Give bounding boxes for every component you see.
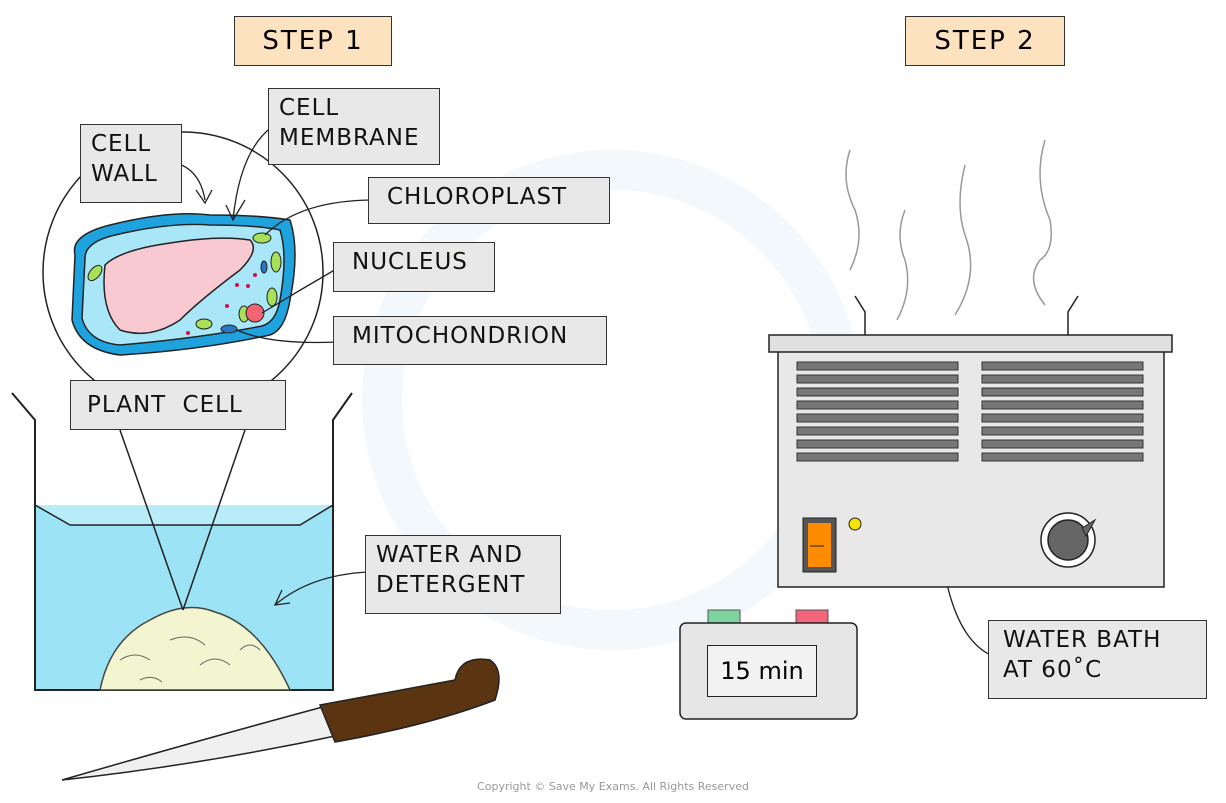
vent-slot: [981, 413, 1144, 423]
timer-start-button: [707, 609, 741, 625]
timer-stop-button: [795, 609, 829, 625]
beaker: [11, 392, 353, 691]
vent-slot: [981, 361, 1144, 371]
vent-slot: [981, 400, 1144, 410]
label-line: CELL: [279, 95, 340, 121]
vent-slot: [796, 400, 959, 410]
plant-material: [99, 606, 292, 691]
vent-slot: [796, 413, 959, 423]
knife-blade: [61, 704, 341, 781]
vent-slot: [981, 387, 1144, 397]
label-line: CELL: [91, 131, 152, 157]
water-bath-lid: [768, 334, 1173, 353]
step-2-title: STEP 2: [905, 16, 1065, 66]
vacuole: [103, 237, 255, 335]
vent-slot: [796, 374, 959, 384]
chloroplast: [252, 232, 272, 244]
vent-slot: [796, 452, 959, 462]
mitochondrion: [220, 324, 238, 334]
label-plant-cell: PLANT CELL: [70, 380, 286, 430]
plant-cell: [71, 213, 296, 356]
timer-display: 15 min: [707, 645, 817, 697]
vents: [796, 361, 1144, 462]
knife: [61, 658, 500, 781]
step-1-title: STEP 1: [234, 16, 392, 66]
vent-slot: [796, 439, 959, 449]
nucleus: [245, 303, 265, 323]
label-line: WALL: [91, 161, 158, 187]
label-water-bath: WATER BATH AT 60˚C: [988, 620, 1207, 699]
copyright-text: Copyright © Save My Exams. All Rights Re…: [477, 780, 749, 793]
vent-slot: [796, 361, 959, 371]
label-line: WATER AND: [376, 542, 523, 568]
label-cell-wall: CELL WALL: [80, 124, 182, 203]
vent-slot: [796, 426, 959, 436]
label-nucleus: NUCLEUS: [333, 242, 495, 292]
label-chloroplast: CHLOROPLAST: [368, 177, 610, 224]
vent-slot: [981, 452, 1144, 462]
vent-slot: [981, 439, 1144, 449]
knife-handle: [318, 658, 500, 743]
vent-slot: [981, 374, 1144, 384]
vent-slot: [796, 387, 959, 397]
label-line: WATER BATH: [1003, 627, 1162, 653]
label-line: DETERGENT: [376, 572, 526, 598]
label-mitochondrion: MITOCHONDRION: [333, 316, 607, 365]
label-line: AT 60˚C: [1003, 657, 1103, 683]
steam: [845, 139, 1052, 321]
label-line: MEMBRANE: [279, 125, 420, 151]
water-bath: [768, 295, 1173, 588]
label-cell-membrane: CELL MEMBRANE: [268, 88, 440, 165]
indicator-light: [848, 517, 862, 531]
vent-slot: [981, 426, 1144, 436]
label-water-detergent: WATER AND DETERGENT: [365, 535, 561, 614]
